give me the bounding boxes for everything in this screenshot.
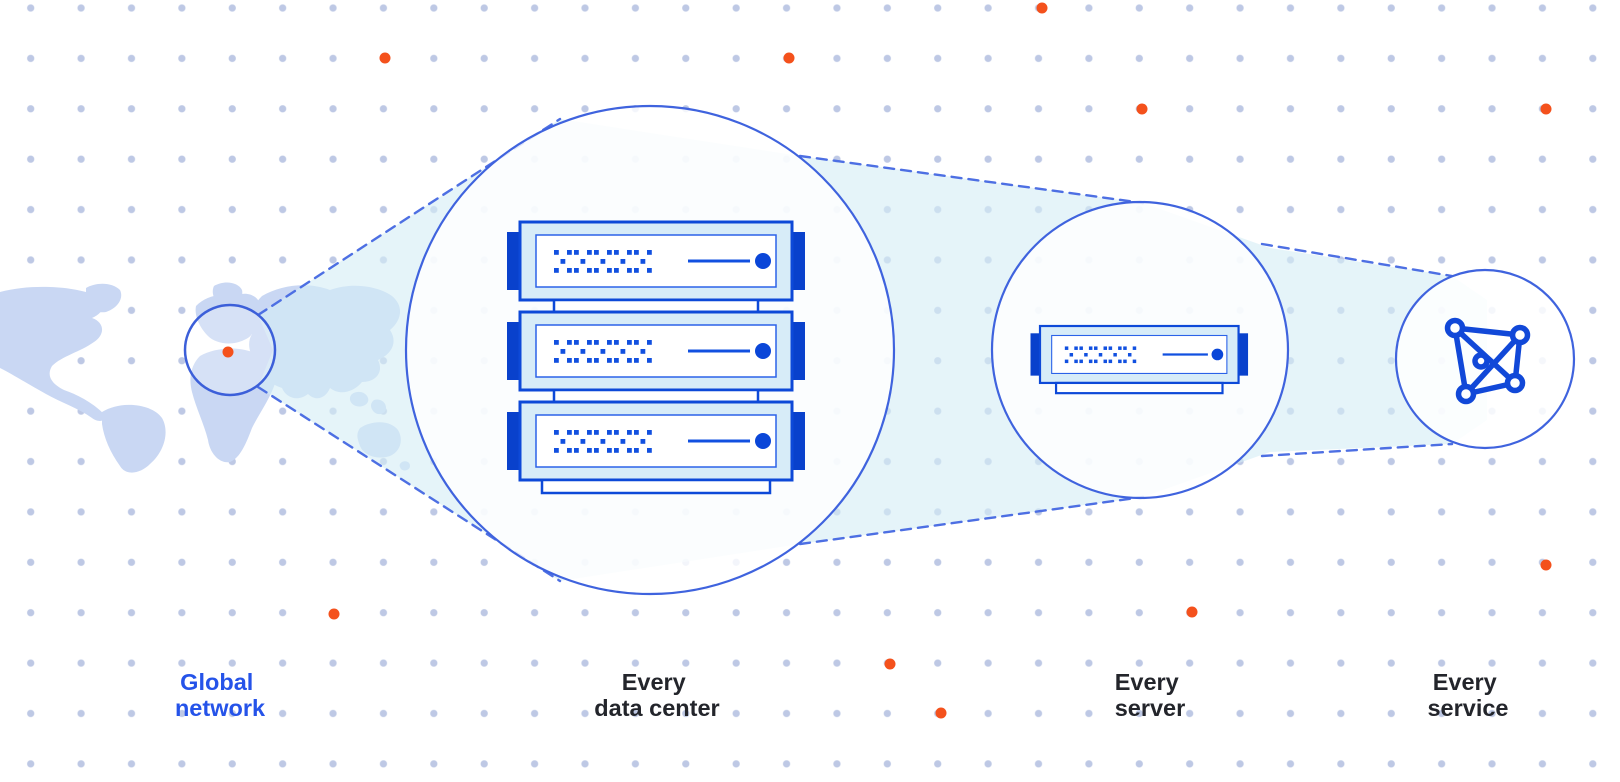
accent-dot [1540,103,1552,115]
dash-upper-3 [1260,242,1454,278]
network-node-center [1472,352,1490,370]
label-every-service: Every service [1427,669,1508,721]
map-greenland [85,283,122,313]
accent-dot [1540,559,1552,571]
label-line: Global [180,669,253,695]
label-line: network [175,695,266,721]
accent-dot [1186,606,1198,618]
server-base [1054,381,1224,395]
accent-dot [783,52,795,64]
map-north-america [0,286,106,421]
map-africa [190,348,277,463]
network-node-bottom-left [1455,383,1477,405]
rack-base [540,478,772,495]
accent-dot [1036,2,1048,14]
label-line: data center [594,695,719,721]
label-line: Every [1115,669,1179,695]
accent-dot [884,658,896,670]
accent-dots [328,2,1552,719]
accent-dot [379,52,391,64]
cone-dashed-lines [256,117,1454,583]
dash-lower-3 [1260,442,1454,458]
map-scandinavia [212,282,243,306]
label-every-server: Every server [1115,669,1186,721]
rack-strip-1 [552,298,760,314]
label-global-network: Global network [175,669,266,721]
label-line: server [1115,695,1186,721]
label-line: Every [1433,669,1497,695]
server-stack-icon [507,222,805,495]
label-every-data-center: Every data center [594,669,719,721]
server-unit-2 [507,312,805,390]
dash-upper-2 [798,154,1145,205]
network-node-top-left [1444,317,1466,339]
map-south-america [102,404,166,473]
origin-dot [222,346,234,358]
server-icon [1031,326,1249,395]
dash-lower-2 [798,495,1145,546]
accent-dot [1136,103,1148,115]
network-node-top-right [1509,324,1531,346]
label-line: service [1427,695,1508,721]
network-graph-icon [1444,317,1531,405]
label-line: Every [622,669,686,695]
server-unit-3 [507,402,805,480]
accent-dot [935,707,947,719]
network-node-bottom-right [1504,372,1526,394]
server-unit-1 [507,222,805,300]
accent-dot [328,608,340,620]
server-unit-single [1031,326,1249,383]
rack-strip-2 [552,388,760,404]
